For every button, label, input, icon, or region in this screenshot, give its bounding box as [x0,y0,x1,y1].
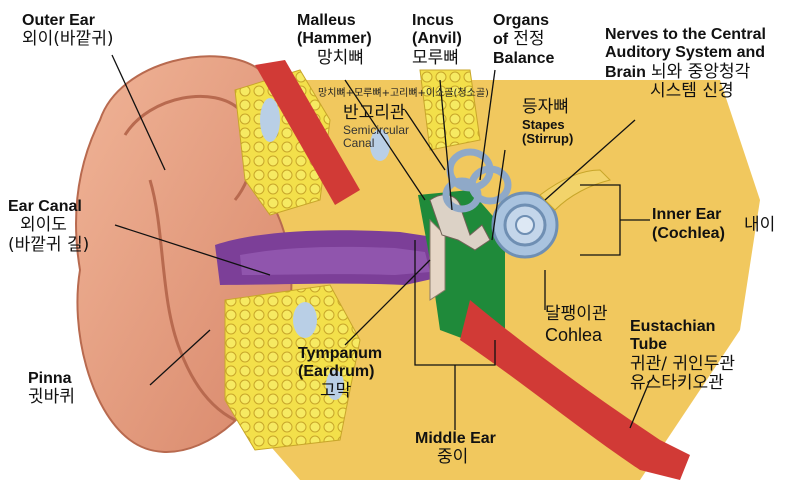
semicircular-en2: Canal [343,136,375,151]
stapes-en1: Stapes [522,116,565,132]
label-malleus: Malleus (Hammer) 망치뼈 [297,12,372,68]
stapes-ko: 등자뼈 [522,97,569,117]
upper-right-cartilage [419,69,481,151]
organs-ko: 전정 [513,29,545,50]
outer-ear-en: Outer Ear [22,12,95,29]
semicircular-canals-shape [442,148,512,213]
nerves-en1: Nerves to the Central [605,26,766,43]
eustachian-en1: Eustachian [630,318,716,335]
tympanum-en1: Tympanum [298,345,383,362]
inner-ear-ko: 내이 [744,215,776,235]
incus-en2: (Anvil) [412,30,462,48]
nerves-ko2: 시스템 신경 [650,81,734,102]
lower-cartilage [224,284,361,451]
nerves-ko1: 뇌와 중앙청각 [651,61,751,82]
inner-ear-en1: Inner Ear [652,206,722,223]
organs-en2: of [493,31,509,49]
muscle-band [255,60,360,205]
label-semicircular: 반고리관 Semicircular Canal [343,103,410,151]
tympanum-en2: (Eardrum) [298,363,375,381]
leader-lines [111,54,651,430]
eustachian-ko1: 귀관/ 귀인두관 [630,353,735,374]
nerves-en3: Brain [605,63,646,81]
semicircular-en1: Semicircular [343,122,410,137]
malleus-ko: 망치뼈 [317,47,364,68]
cochlea-shape [491,191,559,259]
label-nerves: Nerves to the Central Auditory System an… [605,26,766,102]
eustachian-ko2: 유스타키오관 [630,373,724,394]
label-tympanum: Tympanum (Eardrum) 고막 [298,345,382,401]
fluid-pockets [260,98,390,400]
ear-canal-inner [240,246,430,275]
label-ossicles-note: 망치뼈+모루뼈+고리뼈+이소골(청소골) [318,88,489,100]
label-incus: Incus (Anvil) 모루뼈 [412,12,462,68]
label-outer-ear: Outer Ear 외이(바깥귀) [22,12,113,50]
middle-ear-ko: 중이 [437,447,469,468]
label-cochlea: 달팽이관 Cohlea [545,304,608,345]
pinna-ko: 귓바퀴 [28,387,75,408]
malleus-en1: Malleus [297,12,356,29]
organs-en1: Organs [493,12,550,29]
incus-ko: 모루뼈 [412,47,459,68]
auditory-nerve-shape [539,169,611,211]
eustachian-tube-shape [460,300,690,480]
pinna-en: Pinna [28,370,72,387]
ossicles-note-text: 망치뼈+모루뼈+고리뼈+이소골(청소골) [318,88,489,99]
ear-canal-en: Ear Canal [8,198,82,215]
label-inner-ear-ko: 내이 [744,215,776,236]
ear-canal-ko1: 외이도 [20,215,67,236]
label-organs-balance: Organs of 전정 Balance [493,12,554,68]
label-inner-ear: Inner Ear (Cochlea) [652,206,725,244]
stapes-en2: (Stirrup) [522,131,574,147]
cochlea-en: Cohlea [545,324,603,345]
cochlea-ko: 달팽이관 [545,304,608,324]
malleus-en2: (Hammer) [297,30,372,48]
inner-ear-en2: (Cochlea) [652,225,725,243]
label-middle-ear: Middle Ear 중이 [415,430,496,468]
label-eustachian: Eustachian Tube 귀관/ 귀인두관 유스타키오관 [630,318,735,394]
incus-en1: Incus [412,12,454,29]
tympanum-ko: 고막 [320,380,352,401]
semicircular-ko: 반고리관 [343,103,406,123]
outer-ear-ko: 외이(바깥귀) [22,29,114,50]
middle-ear-en: Middle Ear [415,430,496,447]
antihelix-fold [148,179,236,422]
eustachian-en2: Tube [630,336,668,354]
nerves-en2: Auditory System and [605,44,766,62]
organs-en3: Balance [493,49,555,67]
label-pinna: Pinna 귓바퀴 [28,370,75,408]
ear-canal-ko2: (바깥귀 길) [8,234,90,255]
label-ear-canal: Ear Canal 외이도 (바깥귀 길) [8,198,89,255]
label-stapes: 등자뼈 Stapes (Stirrup) [522,97,574,147]
